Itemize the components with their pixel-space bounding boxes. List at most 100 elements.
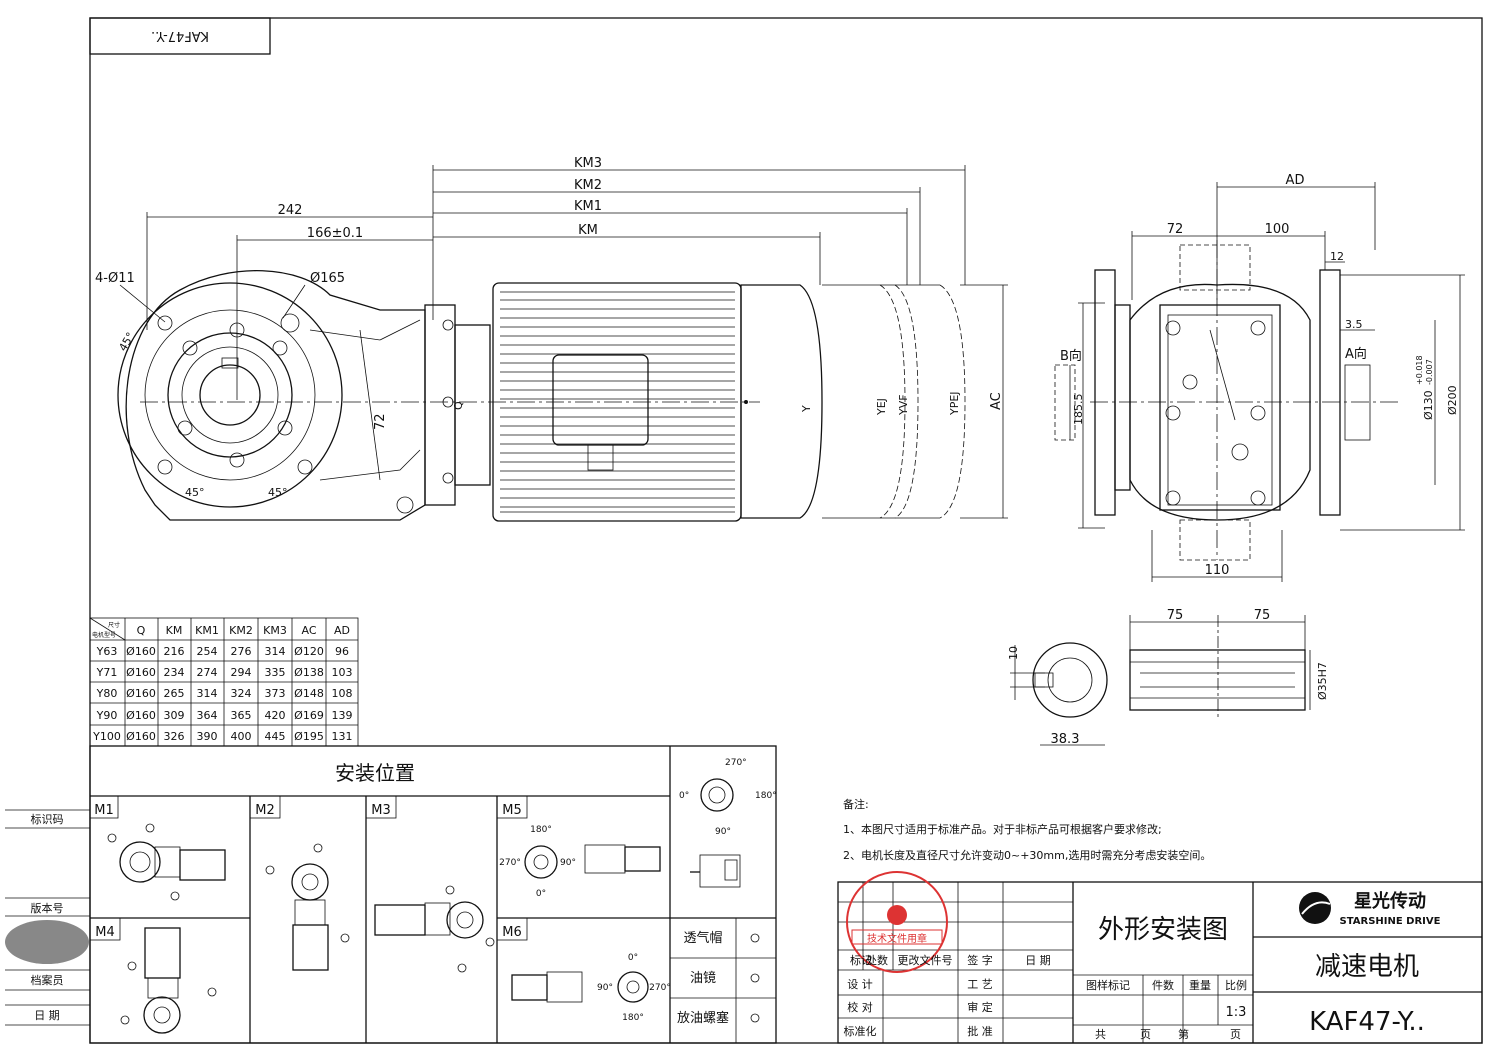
m6-sketch: 0° 90° 270° 180° [511, 953, 671, 1023]
direction-b: B向 [1060, 348, 1082, 364]
table-cell: 216 [164, 645, 185, 658]
orientation-sketch: 270° 180° 0° 90° [679, 758, 777, 888]
dim-12: 12 [1330, 250, 1344, 263]
dim-q: Q [452, 401, 465, 410]
table-cell: 326 [164, 730, 185, 743]
strip-id-code: 标识码 [31, 812, 64, 826]
m5-angle-0: 0° [536, 889, 546, 899]
table-cell: Ø160 [126, 730, 156, 743]
table-corner-top: 尺寸 [108, 621, 120, 629]
tol-lower: -0.007 [1425, 359, 1434, 385]
dim-ad: AD [1286, 173, 1305, 188]
pos-m5: M5 [502, 803, 522, 818]
dim-3-5: 3.5 [1345, 318, 1363, 331]
table-cell: Y71 [96, 666, 118, 679]
table-cell: 314 [197, 687, 218, 700]
table-header-km2: KM2 [229, 624, 253, 637]
dim-75-left: 75 [1167, 608, 1184, 623]
orient-0: 0° [679, 791, 689, 801]
pos-m2: M2 [255, 803, 275, 818]
table-cell: Ø120 [294, 645, 324, 658]
notes: 备注: 1、本图尺寸适用于标准产品。对于非标产品可根据客户要求修改; 2、电机长… [843, 797, 1211, 862]
table-cell: 364 [197, 709, 218, 722]
direction-a: A向 [1345, 346, 1367, 362]
table-cell: Y90 [96, 709, 118, 722]
table-cell: 139 [332, 709, 353, 722]
legend-drain-plug: 放油螺塞 [677, 1010, 729, 1026]
table-header-ac: AC [301, 624, 316, 637]
m1-sketch [107, 823, 226, 901]
dim-km1: KM1 [574, 199, 602, 214]
brand-en: STARSHINE DRIVE [1340, 916, 1441, 927]
table-cell: Ø160 [126, 645, 156, 658]
row-process: 工 艺 [967, 978, 993, 991]
m3-sketch [374, 885, 495, 973]
angle-45-b: 45° [185, 486, 205, 499]
row-design: 设 计 [847, 978, 873, 991]
table-cell: 276 [231, 645, 252, 658]
rev-file: 更改文件号 [898, 953, 953, 967]
table-cell: 445 [265, 730, 286, 743]
rev-date: 日 期 [1025, 954, 1051, 967]
angle-45-c: 45° [268, 486, 288, 499]
table-corner-bottom: 电机型号 [92, 631, 116, 639]
table-cell: Ø195 [294, 730, 324, 743]
mounting-title: 安装位置 [335, 761, 415, 785]
table-header-km: KM [166, 624, 183, 637]
table-cell: 365 [231, 709, 252, 722]
dim-y: Y [800, 405, 813, 413]
m5-sketch: 180° 270° 90° 0° [499, 825, 661, 899]
table-cell: 324 [231, 687, 252, 700]
dim-75-right: 75 [1254, 608, 1271, 623]
title-block: 外形安装图 减速电机 KAF47-Y.. 星光传动 STARSHINE DRIV… [837, 871, 1483, 1044]
model-label-mirrored: KAF47-Y.. [151, 28, 209, 43]
rev-count: 处数 [866, 954, 888, 967]
m6-angle-270: 270° [649, 983, 671, 993]
table-header-km3: KM3 [263, 624, 287, 637]
dim-yvf: YVF [897, 394, 910, 416]
sheet-page-label: 页 [1230, 1028, 1241, 1041]
dim-ypej: YPEJ [948, 391, 961, 416]
attr-drawing-mark: 图样标记 [1086, 978, 1130, 992]
table-cell: Ø160 [126, 709, 156, 722]
table-cell: 309 [164, 709, 185, 722]
table-cell: 108 [332, 687, 353, 700]
total-label: 共 [1095, 1028, 1106, 1041]
dim-100: 100 [1265, 222, 1290, 237]
table-header-km1: KM1 [195, 624, 219, 637]
m6-angle-90: 90° [597, 983, 613, 993]
strip-date: 日 期 [34, 1009, 60, 1022]
dim-72: 72 [1167, 222, 1184, 237]
table-cell: Ø169 [294, 709, 324, 722]
orient-180: 180° [755, 791, 777, 801]
notes-title: 备注: [843, 797, 869, 811]
stamp-text: 技术文件用章 [867, 932, 927, 945]
table-cell: 131 [332, 730, 353, 743]
dim-10: 10 [1007, 646, 1020, 660]
table-cell: 96 [335, 645, 349, 658]
row-check: 校 对 [847, 1000, 873, 1014]
attr-scale: 比例 [1225, 978, 1247, 992]
product-name: 减速电机 [1315, 952, 1419, 982]
table-cell: Ø160 [126, 687, 156, 700]
attr-quantity: 件数 [1152, 979, 1174, 992]
legend-breather: 透气帽 [683, 930, 722, 946]
table-cell: 234 [164, 666, 185, 679]
outer-frame [89, 17, 1483, 1044]
dim-166: 166±0.1 [307, 226, 363, 241]
m5-angle-90: 90° [560, 858, 576, 868]
m2-sketch [265, 843, 350, 971]
brand-cn: 星光传动 [1354, 890, 1426, 912]
dim-holes: 4-Ø11 [95, 271, 135, 286]
motor-fins [500, 291, 735, 513]
table-cell: Ø148 [294, 687, 324, 700]
sheet-label: 第 [1178, 1027, 1189, 1041]
pos-m6: M6 [502, 925, 522, 940]
table-cell: 294 [231, 666, 252, 679]
table-cell: 314 [265, 645, 286, 658]
table-header-q: Q [137, 624, 146, 637]
total-page-label: 页 [1140, 1028, 1151, 1041]
row-standard: 标准化 [844, 1024, 877, 1038]
table-cell: 420 [265, 709, 286, 722]
